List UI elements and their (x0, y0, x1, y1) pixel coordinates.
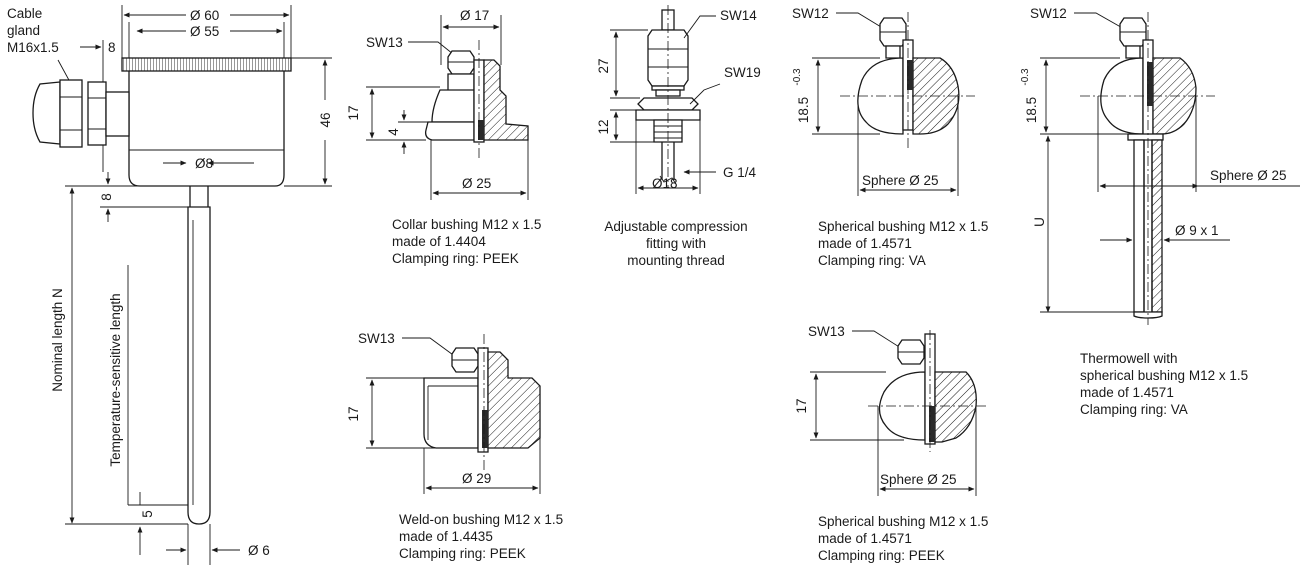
weld-sw13-leader (402, 337, 461, 361)
collar-sw13-label: SW13 (366, 35, 403, 50)
fitting-caption-line3: mounting thread (627, 253, 725, 268)
fitting-dim-12-label: 12 (596, 119, 611, 134)
thermowell-caption-line2: spherical bushing M12 x 1.5 (1080, 368, 1248, 383)
weld-section-hatched (487, 351, 541, 449)
thermowell-tube-left (1133, 139, 1145, 313)
sphere-va-caption-line1: Spherical bushing M12 x 1.5 (818, 219, 988, 234)
thermowell-sw12-leader (1074, 12, 1127, 31)
sphere-va-sw12-leader (836, 12, 887, 31)
weld-caption-line2: made of 1.4435 (399, 529, 493, 544)
sphere-peek-sphere-label: Sphere Ø 25 (880, 472, 957, 487)
sensitive-length-label: Temperature-sensitive length (108, 293, 123, 466)
collar-dim-4-label: 4 (386, 128, 401, 136)
sphere-va-dim-base-label: 18.5 (796, 97, 811, 123)
thermowell-sphere-label: Sphere Ø 25 (1210, 168, 1287, 183)
sphere-peek-section-hatched (934, 371, 977, 443)
probe-tube (187, 206, 211, 525)
gland-nut-1 (59, 79, 83, 148)
sphere-peek-sw13-leader (852, 330, 905, 351)
cable-gland-label-line3: M16x1.5 (7, 40, 59, 55)
thermowell-dim-tol-label: -0.3 (1020, 68, 1031, 86)
sphere-peek-sw13-label: SW13 (808, 324, 845, 339)
thermowell-drawing: SW12 18.5 -0.3 U Sphere Ø 25 Ø 9 x (1020, 6, 1300, 417)
sphere-va-sw12-label: SW12 (792, 6, 829, 21)
sphere-peek-ball-left (878, 371, 926, 441)
thermowell-dim-base-label: 18.5 (1024, 97, 1039, 123)
fitting-sw14-label: SW14 (720, 8, 757, 23)
thermowell-tube-wall (1151, 139, 1163, 313)
gland-cap (32, 81, 61, 145)
gland-thread (105, 91, 130, 137)
weld-dia-29-label: Ø 29 (462, 471, 491, 486)
sensor-assembly: Cable gland M16x1.5 8 Ø 60 Ø 55 (7, 5, 333, 565)
fitting-sw19-leader (689, 83, 721, 105)
thermowell-caption-line4: Clamping ring: VA (1080, 402, 1188, 417)
weld-caption-line3: Clamping ring: PEEK (399, 546, 526, 561)
compression-fitting-drawing: SW14 SW19 27 12 Ø18 G 1/4 Adjustable com… (596, 5, 761, 268)
fitting-caption-line2: fitting with (646, 236, 706, 251)
dia-8-label: Ø8 (195, 156, 213, 171)
gland-nut-2 (87, 81, 107, 146)
sphere-peek-caption-line2: made of 1.4571 (818, 531, 912, 546)
dim-8-gland-label: 8 (108, 40, 116, 55)
knurled-lid (121, 57, 292, 72)
spherical-bushing-peek-drawing: SW13 17 Sphere Ø 25 Spherical bushing M1… (794, 324, 988, 563)
fitting-sw14-leader (683, 15, 716, 39)
spherical-bushing-va-drawing: SW12 18.5 -0.3 Sphere Ø 25 Spherical bus… (792, 6, 988, 268)
sphere-peek-caption-line3: Clamping ring: PEEK (818, 548, 945, 563)
sphere-va-sphere-label: Sphere Ø 25 (862, 173, 939, 188)
cable-gland-leader (57, 59, 71, 83)
weld-bushing-drawing: SW13 17 Ø 29 Weld-on bushing M12 x 1.5 m… (346, 331, 563, 561)
collar-dim-17-label: 17 (346, 105, 361, 120)
collar-caption-line3: Clamping ring: PEEK (392, 251, 519, 266)
sphere-peek-dim-17-label: 17 (794, 398, 809, 413)
fitting-sw19-label: SW19 (724, 65, 761, 80)
cable-gland-label-line2: gland (7, 23, 40, 38)
fitting-caption-line1: Adjustable compression (604, 219, 747, 234)
dia-6-label: Ø 6 (248, 543, 270, 558)
nominal-length-label: Nominal length N (50, 288, 65, 392)
weld-sw13-label: SW13 (358, 331, 395, 346)
sphere-peek-caption-line1: Spherical bushing M12 x 1.5 (818, 514, 988, 529)
collar-dia-25-label: Ø 25 (462, 176, 491, 191)
collar-dia-17-label: Ø 17 (460, 8, 489, 23)
dia-60-label: Ø 60 (190, 8, 219, 23)
dia-55-label: Ø 55 (190, 24, 219, 39)
weld-dim-17-label: 17 (346, 406, 361, 421)
collar-section-hatched (483, 59, 529, 141)
dim-8-neck-label: 8 (99, 193, 114, 201)
dim-46-label: 46 (318, 112, 333, 127)
weld-caption-line1: Weld-on bushing M12 x 1.5 (399, 512, 563, 527)
thermowell-dim-u-label: U (1032, 217, 1047, 227)
collar-flange (424, 121, 475, 141)
collar-body (431, 89, 475, 123)
fitting-dim-27-label: 27 (596, 58, 611, 73)
sphere-va-caption-line2: made of 1.4571 (818, 236, 912, 251)
sphere-va-caption-line3: Clamping ring: VA (818, 253, 926, 268)
sphere-va-dim-tol-label: -0.3 (792, 68, 803, 86)
thermowell-caption-line1: Thermowell with (1080, 351, 1178, 366)
thermowell-tube-dia-label: Ø 9 x 1 (1175, 223, 1219, 238)
collar-caption-line1: Collar bushing M12 x 1.5 (392, 217, 541, 232)
thermowell-caption-line3: made of 1.4571 (1080, 385, 1174, 400)
weld-body (423, 377, 479, 449)
collar-hex-nut (447, 50, 475, 75)
collar-bushing-drawing: Ø 17 SW13 17 4 Ø 25 Collar bushing (346, 8, 541, 266)
thermowell-sw12-label: SW12 (1030, 6, 1067, 21)
cable-gland-label-line1: Cable (7, 6, 42, 21)
fitting-thread-label: G 1/4 (723, 165, 757, 180)
dim-5-label: 5 (140, 510, 155, 518)
collar-caption-line2: made of 1.4404 (392, 234, 486, 249)
fitting-dia-18-label: Ø18 (652, 176, 678, 191)
